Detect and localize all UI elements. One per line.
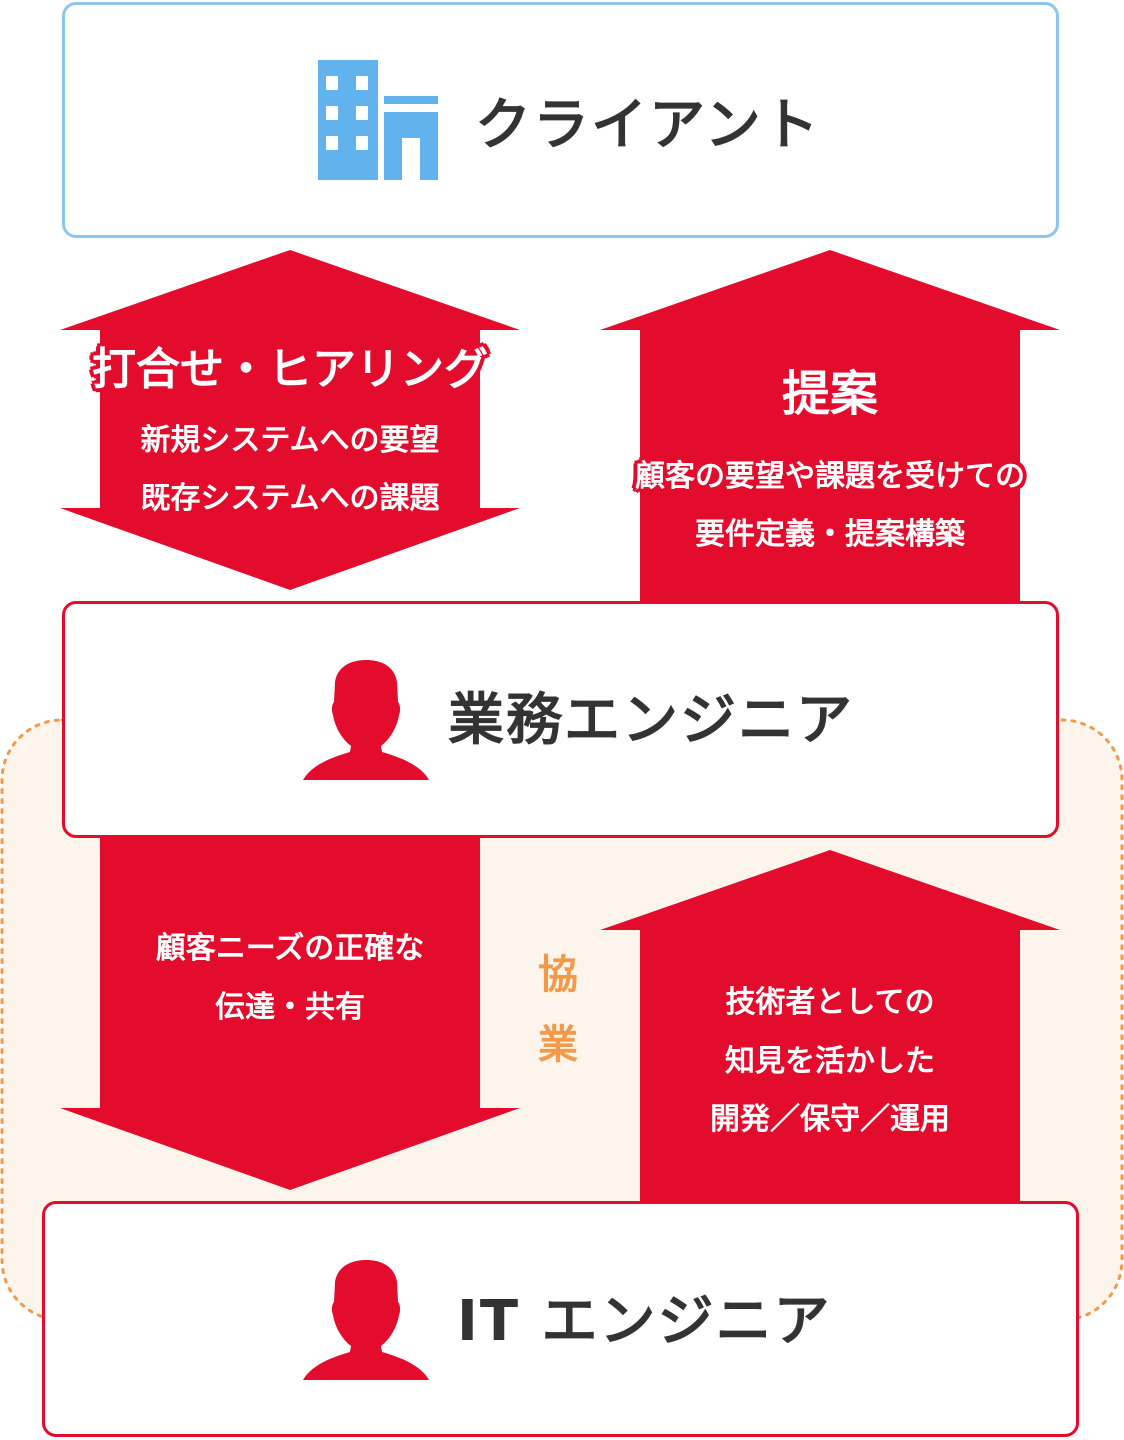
tech-line-2: 知見を活かした [725, 1044, 935, 1079]
tech-up-arrow [600, 850, 1060, 1204]
hearing-double-arrow [60, 250, 520, 590]
collaboration-char-2: 業 [538, 1022, 578, 1068]
client-box [62, 2, 1059, 238]
hearing-title: 打合せ・ヒアリング [92, 344, 488, 395]
business-engineer-label: 業務エンジニア [448, 688, 854, 753]
person-icon [303, 660, 429, 780]
proposal-line-1: 顧客の要望や課題を受けての [635, 459, 1025, 494]
tech-line-3: 開発／保守／運用 [710, 1102, 950, 1137]
tech-line-1: 技術者としての [725, 985, 935, 1020]
building-icon [318, 60, 438, 180]
share-down-arrow [60, 838, 520, 1190]
client-label: クライアント [475, 93, 821, 158]
hearing-line-2: 既存システムへの課題 [140, 481, 440, 516]
proposal-title: 提案 [781, 366, 878, 422]
share-line-2: 伝達・共有 [215, 990, 365, 1025]
it-engineer-label: IT エンジニア [457, 1289, 832, 1354]
proposal-up-arrow [600, 250, 1060, 603]
collaboration-char-1: 協 [538, 952, 578, 998]
it-engineer-box [42, 1201, 1079, 1437]
hearing-line-1: 新規システムへの要望 [140, 423, 440, 458]
proposal-line-2: 要件定義・提案構築 [695, 517, 965, 552]
share-line-1: 顧客ニーズの正確な [155, 931, 425, 966]
business-engineer-box [62, 601, 1059, 838]
person-icon [303, 1260, 429, 1380]
